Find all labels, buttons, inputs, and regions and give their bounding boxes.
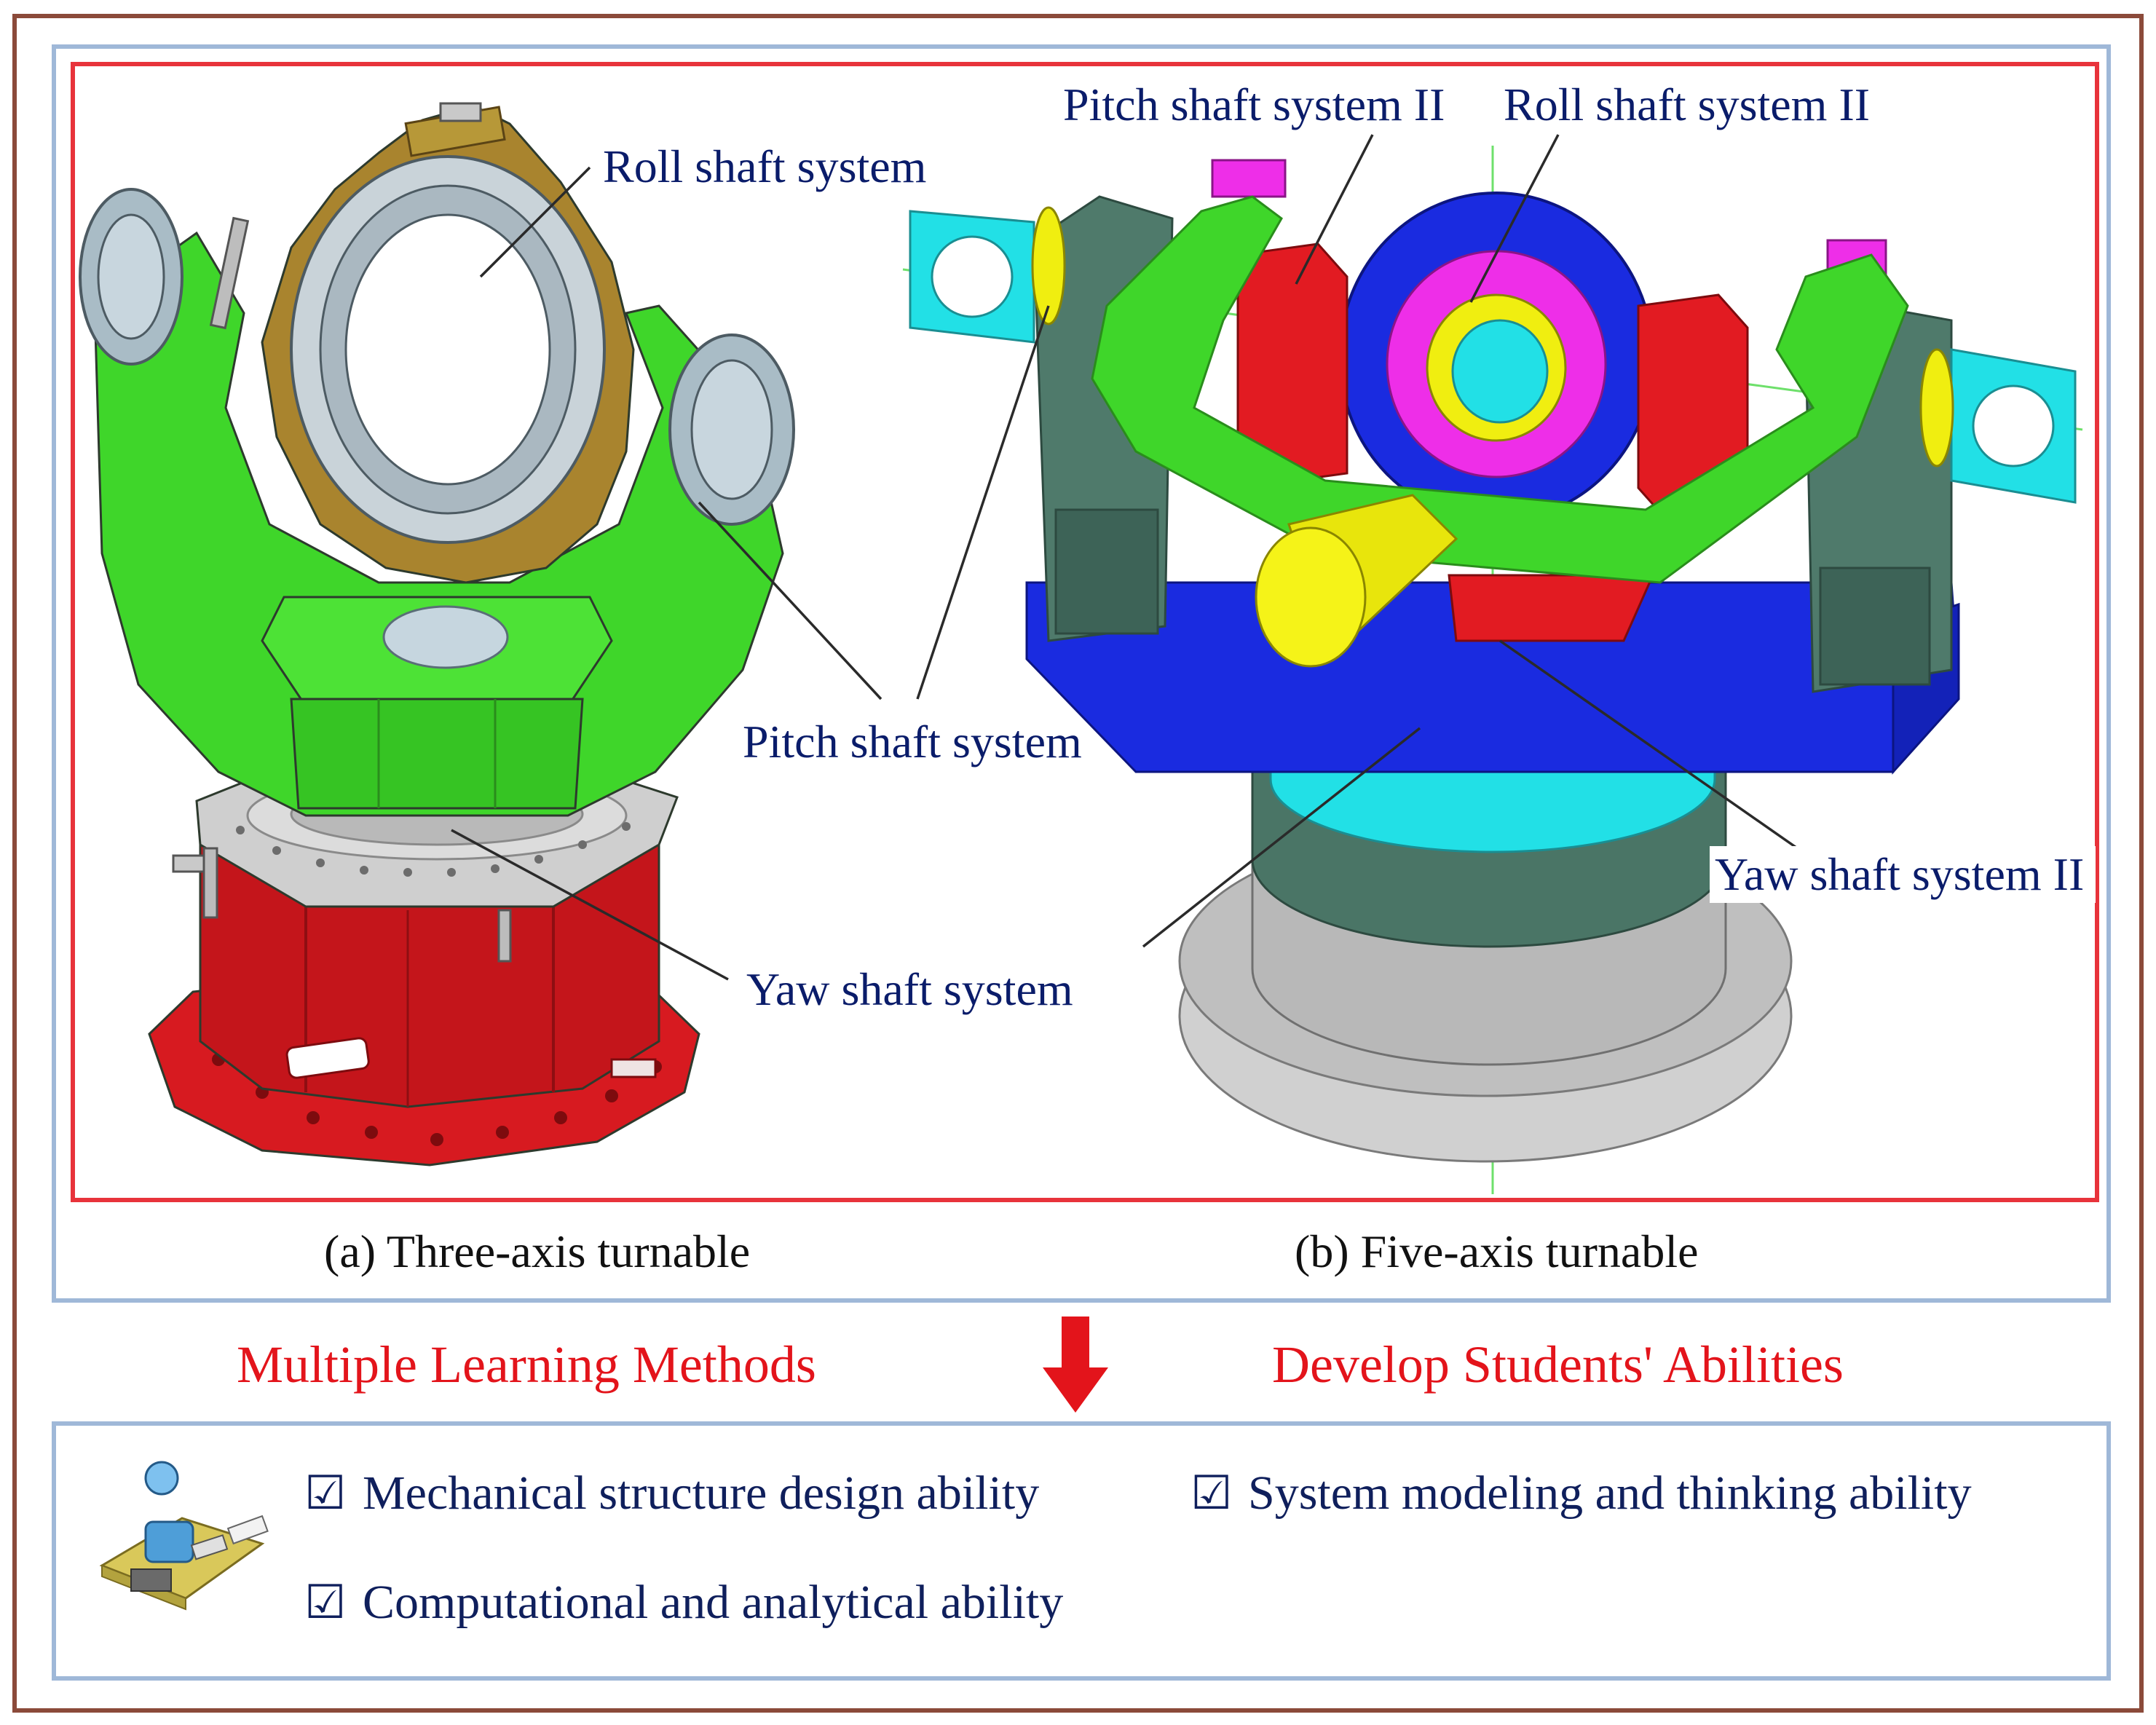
yoke-bore	[382, 605, 509, 669]
pitch-yoke	[93, 231, 784, 817]
checkbox-icon: ☑	[1190, 1467, 1232, 1519]
leader-pitch2	[1295, 134, 1374, 285]
leader-roll	[479, 166, 591, 278]
abilities-panel	[52, 1421, 2111, 1681]
leader-yaw2	[1498, 639, 1815, 861]
roll-ring	[261, 102, 635, 584]
checkbox-icon: ☑	[304, 1467, 346, 1519]
leader-yaw-a	[451, 829, 729, 981]
label-pitch-shaft: Pitch shaft system	[743, 716, 1082, 767]
label-yaw-shaft: Yaw shaft system	[746, 963, 1073, 1015]
five-axis-turntable-illustration	[902, 146, 2083, 1194]
caption-a: (a) Three-axis turnable	[324, 1225, 750, 1277]
leader-roll2	[1469, 134, 1560, 303]
student-desk-icon	[99, 1461, 269, 1611]
yellow-cylinder	[1255, 494, 1458, 668]
ability-system-modeling: System modeling and thinking ability	[1248, 1467, 1972, 1520]
label-pitch-shaft-ii: Pitch shaft system II	[1063, 79, 1445, 130]
label-yaw-shaft-ii: Yaw shaft system II	[1715, 848, 2084, 900]
leader-yaw-b	[1142, 727, 1421, 948]
down-arrow-icon	[1043, 1317, 1108, 1413]
caption-b: (b) Five-axis turnable	[1295, 1225, 1699, 1277]
checkbox-icon: ☑	[304, 1576, 346, 1628]
three-axis-turntable-illustration	[79, 102, 795, 1167]
label-roll-shaft-ii: Roll shaft system II	[1504, 79, 1870, 130]
develop-students-abilities: Develop Students' Abilities	[1272, 1335, 1844, 1394]
ability-mechanical: Mechanical structure design ability	[363, 1467, 1039, 1520]
leader-pitch-b	[916, 305, 1050, 700]
label-roll-shaft: Roll shaft system	[603, 141, 926, 192]
leader-pitch-a	[698, 501, 882, 700]
ability-computational: Computational and analytical ability	[363, 1576, 1063, 1629]
multiple-learning-methods: Multiple Learning Methods	[237, 1335, 816, 1394]
